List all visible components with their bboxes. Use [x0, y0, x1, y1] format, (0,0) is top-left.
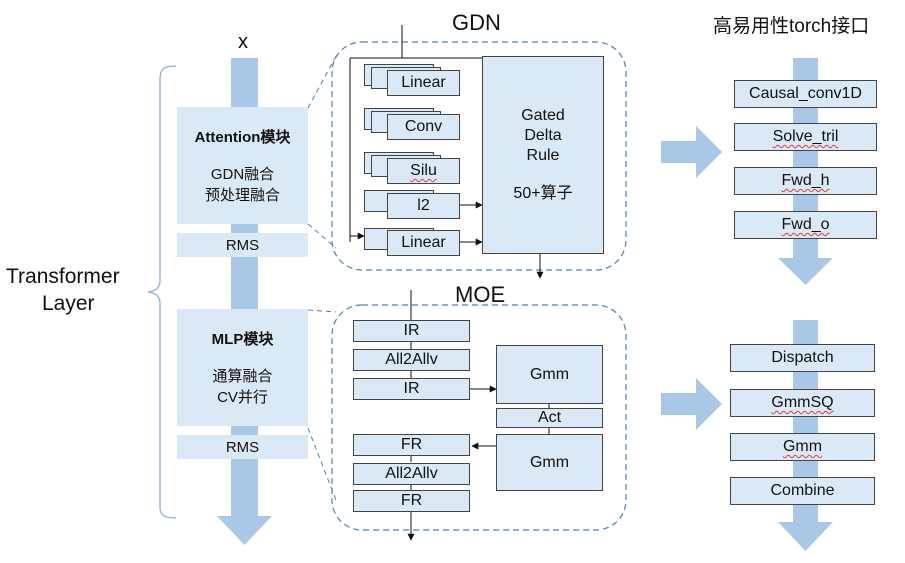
rms-label-2: RMS	[225, 438, 260, 456]
input-x-label: x	[238, 31, 248, 53]
attention-module: Attention模块 GDN融合 预处理融合	[177, 107, 308, 224]
gated-note: 50+算子	[513, 185, 573, 202]
rms-block-2: RMS	[177, 435, 308, 459]
mlp-line1: 通算融合	[212, 368, 273, 385]
side-label-line2: Layer	[42, 292, 95, 315]
moe-title: MOE	[455, 282, 506, 307]
right-arrow-bottom	[661, 378, 722, 430]
fwd-h-label: Fwd_h	[781, 172, 830, 189]
gdn-panel	[331, 41, 627, 271]
layer-brace	[147, 65, 177, 519]
gdn-linear-op-2: Linear	[387, 230, 460, 256]
torch-interface-title: 高易用性torch接口	[713, 16, 870, 37]
gdn-silu-op: Silu	[387, 158, 460, 184]
moe-ir-op-2: IR	[353, 378, 470, 400]
attention-title: Attention模块	[194, 129, 291, 146]
gated-line2: Delta	[524, 127, 562, 144]
dispatch-label: Dispatch	[771, 349, 834, 366]
dispatch-op: Dispatch	[730, 344, 875, 372]
gated-delta-rule-block: Gated Delta Rule 50+算子	[482, 56, 604, 254]
mlp-title: MLP模块	[211, 331, 274, 348]
fwd-o-op: Fwd_o	[734, 211, 877, 239]
solve-tril-op: Solve_tril	[734, 123, 877, 151]
attention-line1: GDN融合	[210, 166, 275, 183]
solve-tril-label: Solve_tril	[772, 128, 839, 145]
combine-label: Combine	[770, 482, 835, 499]
gmm-op: Gmm	[730, 433, 875, 461]
gmmsq-label: GmmSQ	[771, 394, 834, 411]
combine-op: Combine	[730, 477, 875, 505]
gmmsq-op: GmmSQ	[730, 389, 875, 417]
moe-all2allv-op-1: All2Allv	[353, 349, 470, 371]
gdn-l2-op: l2	[387, 193, 460, 219]
gated-line3: Rule	[526, 147, 560, 164]
moe-gmm-top: Gmm	[496, 345, 603, 404]
mlp-module: MLP模块 通算融合 CV并行	[177, 309, 308, 426]
rms-block-1: RMS	[177, 233, 308, 257]
main-flow-arrow	[217, 58, 272, 545]
fwd-h-op: Fwd_h	[734, 167, 877, 195]
gmm-label: Gmm	[782, 438, 823, 455]
moe-all2allv-op-2: All2Allv	[353, 463, 470, 485]
gated-line1: Gated	[521, 107, 565, 124]
gdn-conv-op: Conv	[387, 114, 460, 140]
gdn-title: GDN	[452, 10, 501, 35]
causal-conv1d-label: Causal_conv1D	[749, 85, 862, 102]
moe-ir-op-1: IR	[353, 320, 470, 342]
mlp-line2: CV并行	[217, 389, 268, 406]
gdn-silu-label: Silu	[410, 162, 437, 179]
moe-fr-op-1: FR	[353, 434, 470, 456]
right-arrow-top	[661, 126, 722, 178]
moe-gmm-bottom: Gmm	[496, 434, 603, 491]
moe-act-op: Act	[496, 408, 603, 428]
moe-fr-op-2: FR	[353, 490, 470, 512]
fwd-o-label: Fwd_o	[781, 216, 830, 233]
side-label-line1: Transformer	[6, 265, 120, 288]
rms-label-1: RMS	[225, 236, 260, 254]
gdn-linear-op: Linear	[387, 70, 460, 96]
causal-conv1d-op: Causal_conv1D	[734, 80, 877, 108]
moe-panel	[331, 304, 627, 531]
attention-line2: 预处理融合	[204, 187, 280, 204]
